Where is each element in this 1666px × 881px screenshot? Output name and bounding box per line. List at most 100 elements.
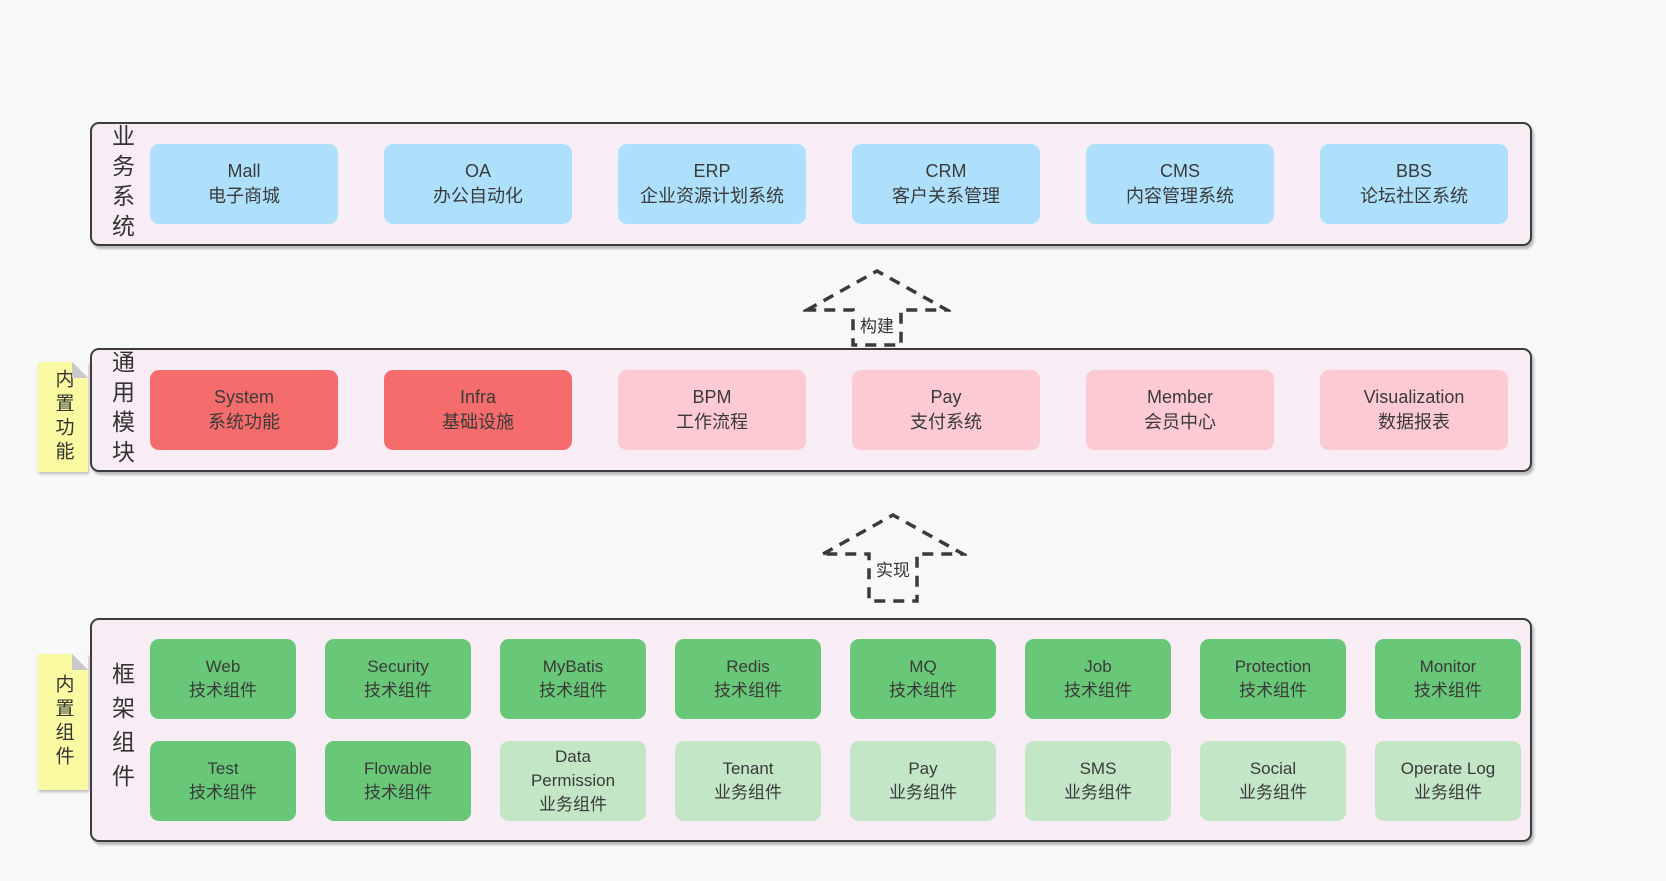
box-desc: 会员中心 bbox=[1144, 412, 1216, 432]
note-built-in-features: 内置功能 bbox=[38, 362, 88, 472]
module-boxes: System 系统功能 Infra 基础设施 BPM 工作流程 Pay 支付系统… bbox=[150, 350, 1530, 470]
box-desc: 技术组件 bbox=[1414, 681, 1482, 700]
box-desc: 技术组件 bbox=[189, 783, 257, 802]
box-flowable: Flowable 技术组件 bbox=[325, 741, 471, 821]
box-desc: 基础设施 bbox=[442, 412, 514, 432]
box-pay-biz: Pay 业务组件 bbox=[850, 741, 996, 821]
box-name: Web bbox=[205, 657, 241, 677]
box-desc: 论坛社区系统 bbox=[1360, 186, 1468, 206]
box-name: Pay bbox=[908, 759, 938, 779]
box-name: Monitor bbox=[1419, 657, 1477, 677]
box-desc: 工作流程 bbox=[676, 412, 748, 432]
box-sms: SMS 业务组件 bbox=[1025, 741, 1171, 821]
box-data-permission: Data Permission 业务组件 bbox=[500, 741, 646, 821]
box-name: Security bbox=[367, 657, 429, 677]
folded-corner-icon bbox=[72, 654, 88, 670]
box-crm: CRM 客户关系管理 bbox=[852, 144, 1040, 224]
layer-common-modules: 通用模块 System 系统功能 Infra 基础设施 BPM 工作流程 Pay… bbox=[90, 348, 1532, 472]
box-tenant: Tenant 业务组件 bbox=[675, 741, 821, 821]
business-boxes: Mall 电子商城 OA 办公自动化 ERP 企业资源计划系统 CRM 客户关系… bbox=[150, 124, 1530, 244]
box-social: Social 业务组件 bbox=[1200, 741, 1346, 821]
box-web: Web 技术组件 bbox=[150, 639, 296, 719]
layer-business-label: 业务系统 bbox=[108, 124, 135, 244]
box-desc: 技术组件 bbox=[539, 681, 607, 700]
box-desc: 业务组件 bbox=[1064, 783, 1132, 802]
box-test: Test 技术组件 bbox=[150, 741, 296, 821]
box-desc: 支付系统 bbox=[910, 412, 982, 432]
layer-business-label-col: 业务系统 bbox=[92, 124, 150, 244]
box-name: Test bbox=[207, 759, 239, 779]
box-security: Security 技术组件 bbox=[325, 639, 471, 719]
arrow-build: 构建 bbox=[803, 268, 951, 348]
box-name: Member bbox=[1146, 386, 1213, 407]
layer-modules-label: 通用模块 bbox=[108, 350, 135, 470]
box-name: Visualization bbox=[1363, 386, 1465, 407]
note-built-in-components-label: 内置组件 bbox=[52, 674, 74, 770]
box-name: Flowable bbox=[363, 759, 433, 779]
box-name: SMS bbox=[1079, 759, 1117, 779]
box-desc: 企业资源计划系统 bbox=[640, 186, 784, 206]
box-desc: 数据报表 bbox=[1378, 412, 1450, 432]
box-name: CRM bbox=[925, 160, 967, 181]
box-oa: OA 办公自动化 bbox=[384, 144, 572, 224]
box-erp: ERP 企业资源计划系统 bbox=[618, 144, 806, 224]
box-desc: 技术组件 bbox=[364, 681, 432, 700]
box-mall: Mall 电子商城 bbox=[150, 144, 338, 224]
arrow-build-label: 构建 bbox=[860, 317, 894, 336]
box-desc: 业务组件 bbox=[714, 783, 782, 802]
layer-modules-label-col: 通用模块 bbox=[92, 350, 150, 470]
box-redis: Redis 技术组件 bbox=[675, 639, 821, 719]
box-name: Job bbox=[1084, 657, 1112, 677]
box-pay: Pay 支付系统 bbox=[852, 370, 1040, 450]
box-system: System 系统功能 bbox=[150, 370, 338, 450]
box-visualization: Visualization 数据报表 bbox=[1320, 370, 1508, 450]
box-name: BPM bbox=[692, 386, 732, 407]
box-desc: 业务组件 bbox=[539, 794, 607, 814]
box-name: System bbox=[213, 386, 274, 407]
layer-business-systems: 业务系统 Mall 电子商城 OA 办公自动化 ERP 企业资源计划系统 CRM… bbox=[90, 122, 1532, 246]
box-operate-log: Operate Log 业务组件 bbox=[1375, 741, 1521, 821]
box-name: Tenant bbox=[722, 759, 774, 779]
box-desc: 客户关系管理 bbox=[892, 186, 1000, 206]
box-member: Member 会员中心 bbox=[1086, 370, 1274, 450]
box-name: OA bbox=[464, 160, 491, 181]
layer-components-label-col: 框架组件 bbox=[92, 620, 150, 840]
box-desc: 技术组件 bbox=[1064, 681, 1132, 700]
arrow-implement: 实现 bbox=[819, 512, 967, 604]
layer-components-label: 框架组件 bbox=[108, 662, 135, 798]
box-mq: MQ 技术组件 bbox=[850, 639, 996, 719]
box-name: Infra bbox=[459, 386, 497, 407]
box-mybatis: MyBatis 技术组件 bbox=[500, 639, 646, 719]
box-infra: Infra 基础设施 bbox=[384, 370, 572, 450]
box-desc: 技术组件 bbox=[1239, 681, 1307, 700]
box-desc: 系统功能 bbox=[208, 412, 280, 432]
box-desc: 业务组件 bbox=[1239, 783, 1307, 802]
note-built-in-components: 内置组件 bbox=[38, 654, 88, 790]
box-desc: 办公自动化 bbox=[433, 186, 523, 206]
box-name: MQ bbox=[909, 657, 937, 677]
box-name: Redis bbox=[726, 657, 770, 677]
dashed-up-arrow-icon bbox=[819, 512, 967, 603]
arrow-implement-label: 实现 bbox=[876, 561, 910, 580]
box-desc: 业务组件 bbox=[1414, 783, 1482, 802]
box-cms: CMS 内容管理系统 bbox=[1086, 144, 1274, 224]
component-boxes: Web 技术组件 Security 技术组件 MyBatis 技术组件 Redi… bbox=[150, 620, 1530, 840]
box-name: Pay bbox=[930, 386, 962, 407]
box-name: CMS bbox=[1160, 160, 1200, 181]
box-bpm: BPM 工作流程 bbox=[618, 370, 806, 450]
box-desc: 内容管理系统 bbox=[1126, 186, 1234, 206]
box-desc: 业务组件 bbox=[889, 783, 957, 802]
box-bbs: BBS 论坛社区系统 bbox=[1320, 144, 1508, 224]
box-name: BBS bbox=[1395, 160, 1433, 181]
box-monitor: Monitor 技术组件 bbox=[1375, 639, 1521, 719]
box-job: Job 技术组件 bbox=[1025, 639, 1171, 719]
box-desc: 技术组件 bbox=[714, 681, 782, 700]
note-built-in-features-label: 内置功能 bbox=[52, 369, 74, 465]
box-name: Mall bbox=[227, 160, 261, 181]
layer-framework-components: 框架组件 Web 技术组件 Security 技术组件 MyBatis 技术组件… bbox=[90, 618, 1532, 842]
box-desc: 电子商城 bbox=[208, 186, 280, 206]
box-name: ERP bbox=[693, 160, 731, 181]
folded-corner-icon bbox=[72, 362, 88, 378]
box-name: Data Permission bbox=[530, 747, 616, 791]
box-name: Protection bbox=[1234, 657, 1312, 677]
